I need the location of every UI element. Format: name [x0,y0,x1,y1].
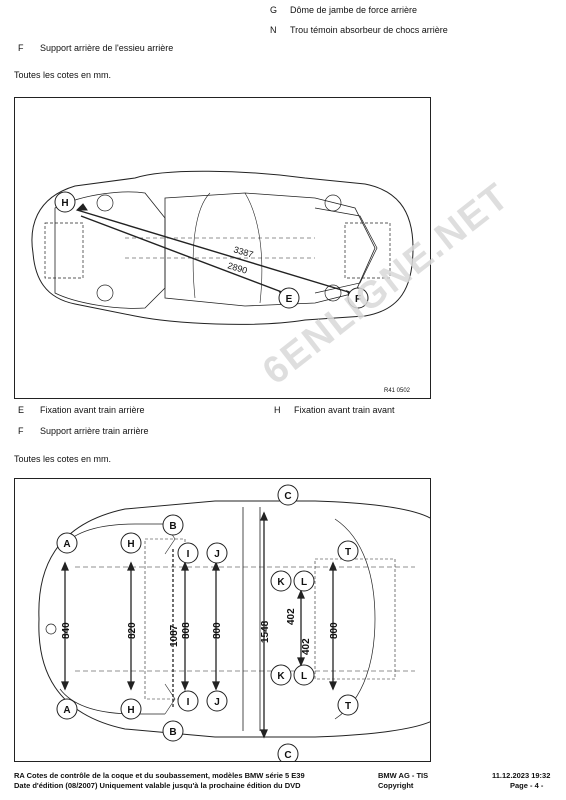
legend-g-letter: G [270,5,278,15]
label-h-fig1: H [61,198,68,209]
dim-402-lower: 402 [301,638,312,655]
label-l-bottom: L [301,671,307,682]
figure-top-view: 840 820 1087 808 800 1548 402 402 800 A … [14,478,431,762]
footer-copyright: Copyright [378,781,414,790]
label-c-top: C [284,491,291,502]
figure-side-view: 3387 2890 H E F R41 0502 [14,97,431,399]
legend-f2-text: Support arrière train arrière [40,426,149,436]
note-dimensions-2: Toutes les cotes en mm. [14,454,112,464]
legend-f-letter: F [18,43,24,53]
legend-f2-letter: F [18,426,24,436]
label-e-fig1: E [286,294,293,305]
label-b-top: B [169,521,176,532]
label-c-bottom: C [284,750,291,761]
label-a-bottom: A [63,705,70,716]
label-t-bottom: T [345,701,351,712]
dim-808: 808 [181,622,192,639]
label-h-bottom: H [127,705,134,716]
footer-title: RA Cotes de contrôle de la coque et du s… [14,771,305,780]
label-f-fig1: F [355,294,361,305]
legend-e-text: Fixation avant train arrière [40,405,145,415]
label-b-bottom: B [169,727,176,738]
label-j-top: J [214,549,220,560]
legend-f-text: Support arrière de l'essieu arrière [40,43,174,53]
dim-1087: 1087 [169,624,180,647]
footer-brand: BMW AG - TIS [378,771,429,780]
legend-n-text: Trou témoin absorbeur de chocs arrière [290,25,448,35]
label-t-top: T [345,547,351,558]
dim-840: 840 [61,622,72,639]
figure-ref-1: R41 0502 [384,388,411,394]
label-a-top: A [63,539,70,550]
dim-800-rear: 800 [329,622,340,639]
footer-edition: Date d'édition (08/2007) Uniquement vala… [14,781,301,790]
dim-1548: 1548 [260,620,271,643]
legend-h-text: Fixation avant train avant [294,405,395,415]
legend-h-letter: H [274,405,281,415]
label-k-bottom: K [277,671,285,682]
legend-e-letter: E [18,405,25,415]
label-i-bottom: I [187,697,190,708]
label-l-top: L [301,577,307,588]
car-underbody-diagram-1: 3387 2890 H E F [31,170,414,325]
dim-402-upper: 402 [286,608,297,625]
dim-820: 820 [127,622,138,639]
label-j-bottom: J [214,697,220,708]
label-h-top: H [127,539,134,550]
note-dimensions-1: Toutes les cotes en mm. [14,70,112,80]
legend-n-letter: N [270,25,277,35]
legend-g-text: Dôme de jambe de force arrière [290,5,418,15]
footer-date: 11.12.2023 19:32 [492,771,551,780]
label-i-top: I [187,549,190,560]
footer-page: Page - 4 - [510,781,544,790]
dim-800-front: 800 [212,622,223,639]
car-underbody-diagram-2: 840 820 1087 808 800 1548 402 402 800 A … [38,484,430,761]
label-k-top: K [277,577,285,588]
dim-2890: 2890 [226,260,248,275]
